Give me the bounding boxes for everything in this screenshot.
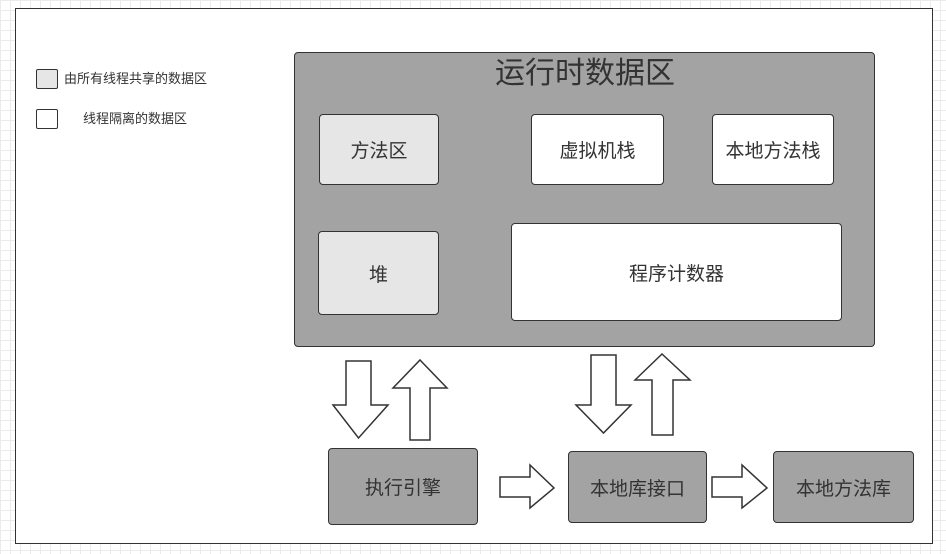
down-arrow-right <box>574 354 633 435</box>
up-arrow-left <box>391 358 449 441</box>
up-arrow-right <box>633 352 692 436</box>
legend-shared-label: 由所有线程共享的数据区 <box>64 72 208 87</box>
native-interface-box: 本地库接口 <box>568 451 707 523</box>
native-method-stack-box: 本地方法栈 <box>712 114 834 185</box>
legend-shared-swatch <box>36 69 58 89</box>
runtime-data-area-title: 运行时数据区 <box>495 56 675 91</box>
legend-isolated-label: 线程隔离的数据区 <box>83 112 188 127</box>
program-counter-box: 程序计数器 <box>511 223 842 321</box>
method-area-box: 方法区 <box>319 114 439 185</box>
native-library-box: 本地方法库 <box>773 451 914 523</box>
legend-isolated-swatch <box>36 109 58 129</box>
right-arrow-interface-to-library <box>711 463 769 510</box>
execution-engine-box: 执行引擎 <box>328 448 478 525</box>
heap-box: 堆 <box>318 231 439 315</box>
right-arrow-engine-to-interface <box>499 463 556 510</box>
down-arrow-left <box>331 360 390 440</box>
vm-stack-box: 虚拟机栈 <box>531 114 664 185</box>
